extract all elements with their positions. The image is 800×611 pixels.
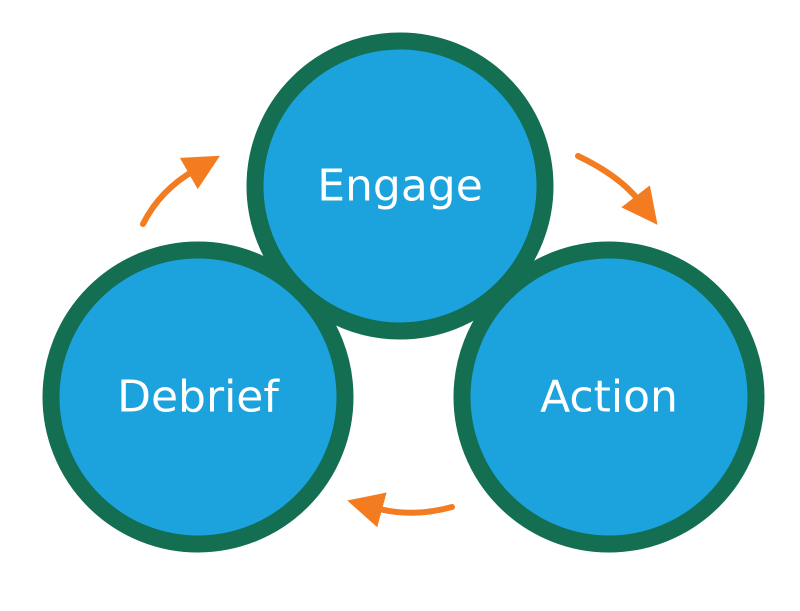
arrow-action-to-debrief bbox=[347, 492, 455, 528]
action-label: Action bbox=[540, 372, 678, 423]
debrief-label: Debrief bbox=[117, 372, 280, 423]
node-action: Action bbox=[453, 241, 765, 553]
engage-circle bbox=[246, 32, 554, 340]
node-debrief: Debrief bbox=[42, 241, 354, 553]
arrow-engage-to-action bbox=[575, 153, 658, 225]
engage-label: Engage bbox=[317, 161, 483, 212]
action-circle bbox=[453, 241, 765, 553]
node-engage: Engage bbox=[246, 32, 554, 340]
arrow-debrief-to-engage bbox=[140, 155, 221, 227]
debrief-circle bbox=[42, 241, 354, 553]
